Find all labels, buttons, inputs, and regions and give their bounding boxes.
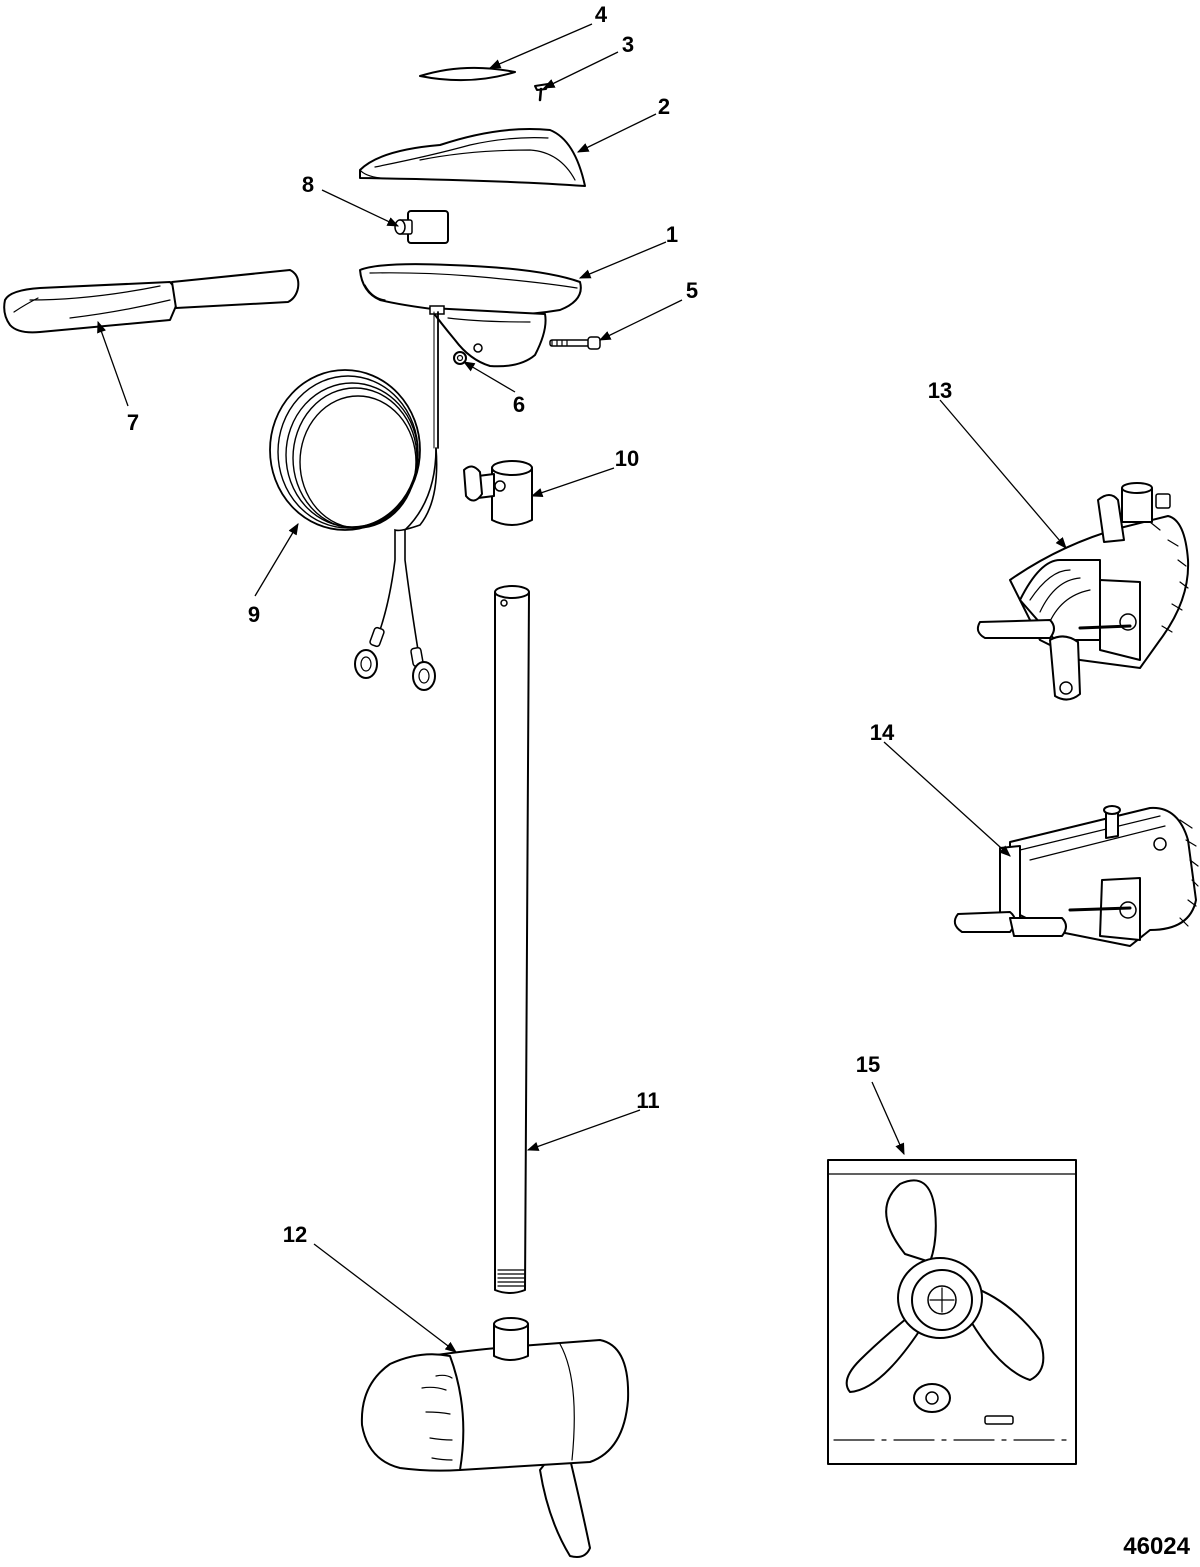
callout-13: 13 — [928, 378, 952, 403]
callout-9: 9 — [248, 602, 260, 627]
callout-4: 4 — [595, 2, 608, 27]
part-4-cover-pad — [419, 66, 516, 82]
part-8-switch-knob — [394, 210, 449, 244]
part-1-head-housing — [359, 263, 582, 368]
part-12-lower-unit — [360, 1317, 630, 1558]
part-5-bolt — [549, 336, 601, 350]
part-9-power-cable — [269, 369, 438, 691]
callout-2: 2 — [658, 94, 670, 119]
callout-labels: 4 3 2 8 1 5 6 7 9 10 13 14 11 12 15 — [127, 2, 952, 1247]
callout-1: 1 — [666, 222, 678, 247]
part-11-shaft — [494, 585, 530, 1294]
callout-3: 3 — [622, 32, 634, 57]
callout-6: 6 — [513, 392, 525, 417]
part-10-collar — [463, 460, 533, 526]
callout-14: 14 — [870, 720, 895, 745]
leader-lines — [97, 23, 1067, 1353]
part-13-transom-bracket — [976, 482, 1190, 701]
callout-15: 15 — [856, 1052, 880, 1077]
callout-7: 7 — [127, 410, 139, 435]
callout-5: 5 — [686, 278, 698, 303]
part-7-tiller-handle — [3, 269, 300, 334]
part-14-transom-bracket — [953, 805, 1199, 947]
callout-12: 12 — [283, 1222, 307, 1247]
callout-10: 10 — [615, 446, 639, 471]
part-15-propeller-kit — [827, 1159, 1077, 1465]
part-6-nut — [453, 351, 467, 365]
part-2-head-top-cover — [359, 128, 586, 187]
document-number: 46024 — [1123, 1533, 1190, 1560]
callout-8: 8 — [302, 172, 314, 197]
callout-11: 11 — [636, 1088, 659, 1113]
